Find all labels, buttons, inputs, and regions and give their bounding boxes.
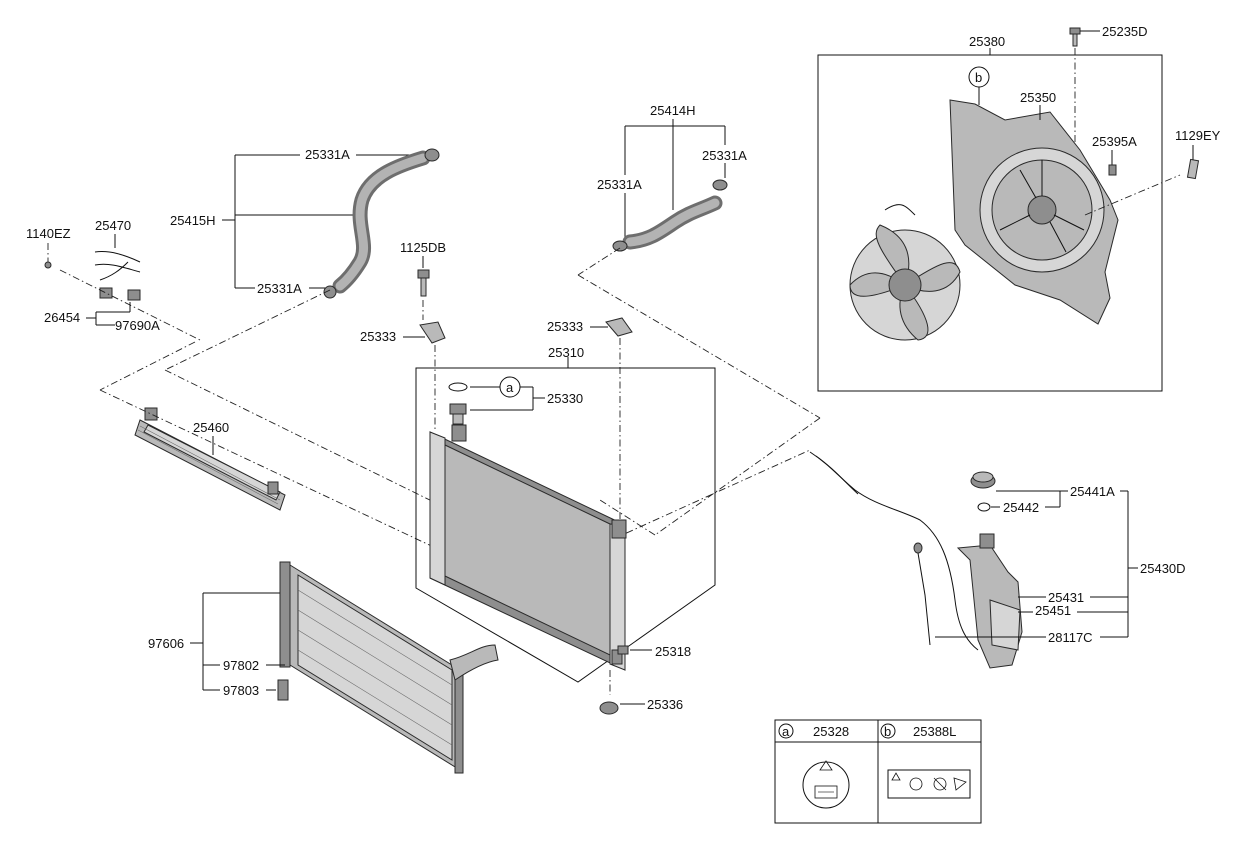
warning-label-25328-icon [802,760,850,809]
legend-table: a 25328 b 25388L [774,719,982,824]
label-25333-left: 25333 [360,329,396,344]
clip-1140EZ-icon [44,261,52,269]
label-25442: 25442 [1003,500,1039,515]
label-26454: 26454 [44,310,80,325]
legend-b-part: 25388L [913,724,956,739]
label-1125DB: 1125DB [400,240,446,255]
oil-cooler-25460-icon [134,407,286,511]
label-25318: 25318 [655,644,691,659]
cooling-fan-blade-icon [849,204,961,341]
label-97803: 97803 [223,683,259,698]
label-25470: 25470 [95,218,131,233]
label-25333-right: 25333 [547,319,583,334]
label-25395A: 25395A [1092,134,1137,149]
label-25330: 25330 [547,391,583,406]
bracket-25333-left-icon [419,321,446,344]
radiator-cap-25330-icon [449,403,467,425]
legend-b-letter: b [884,724,891,739]
desiccant-97803-icon [277,679,289,701]
mount-bushing-25336-icon [599,701,619,715]
label-25451: 25451 [1035,603,1071,618]
label-25441A: 25441A [1070,484,1115,499]
condenser-97606-icon [279,561,499,774]
label-25430D: 25430D [1140,561,1186,576]
label-25350: 25350 [1020,90,1056,105]
o-ring-icon [448,382,468,392]
label-1129EY: 1129EY [1175,128,1221,143]
reservoir-cap-25441A-icon [970,471,996,489]
label-25460: 25460 [193,420,229,435]
label-25331A-left: 25331A [597,177,642,192]
screw-25235D-icon [1069,27,1081,47]
radiator-hose-25415H-icon [323,148,440,299]
label-97606: 97606 [148,636,184,651]
label-25415H: 25415H [170,213,216,228]
fan-shroud-assembly-group: 25380 25235D b 25350 25395A [817,24,1181,392]
label-25331A-top: 25331A [305,147,350,162]
fan-shroud-25350-icon [949,99,1119,325]
drain-plug-25318-icon [617,645,629,655]
label-25336: 25336 [647,697,683,712]
callout-a-letter: a [506,380,514,395]
dipstick-28117C-icon [913,542,931,646]
radiator-box [415,367,716,683]
label-1140EZ: 1140EZ [26,226,71,241]
radiator-25310-icon [429,424,627,671]
label-25235D: 25235D [1102,24,1148,39]
label-28117C: 28117C [1048,630,1093,645]
label-25380: 25380 [969,34,1005,49]
warning-label-25388L-icon [887,769,971,799]
label-25414H: 25414H [650,103,696,118]
legend-a-part: 25328 [813,724,849,739]
seal-25442-icon [977,502,991,512]
radiator-hose-25414H-icon [612,179,728,252]
bracket-25333-right-icon [605,317,633,337]
reservoir-tank-25431-icon [956,533,1023,669]
label-97802: 97802 [223,658,259,673]
screw-25395A-icon [1108,164,1117,176]
label-97690A: 97690A [115,318,160,333]
label-25431: 25431 [1048,590,1084,605]
bolt-1129EY-icon [1186,158,1200,180]
label-25310: 25310 [548,345,584,360]
oil-cooler-hose-25470-icon [94,251,141,301]
label-25331A-right: 25331A [702,148,747,163]
label-25331A-bottom: 25331A [257,281,302,296]
legend-a-letter: a [782,724,790,739]
bolt-1125DB-icon [417,269,430,297]
callout-b-letter: b [975,70,982,85]
overflow-hose-icon [809,451,979,651]
